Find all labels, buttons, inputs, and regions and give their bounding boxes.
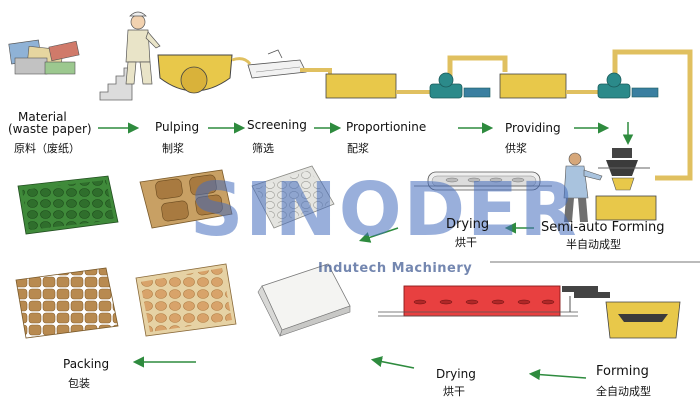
screening-machine [232,50,306,78]
label-semi-auto-forming-cn: 半自动成型 [566,238,621,252]
label-drying-lower: Drying [436,367,476,381]
label-screening-cn: 筛选 [252,142,274,156]
label-semi-auto-forming: Semi-auto Forming [541,221,664,235]
semi-auto-forming-machine [596,148,656,220]
kraft-egg-tray-image [16,268,118,338]
waste-paper-stack [9,40,79,74]
label-pulping: Pulping [155,120,199,134]
pump-1 [430,73,490,98]
label-providing: Providing [505,121,561,135]
label-drying-upper-cn: 烘干 [455,236,477,250]
egg-tray-with-eggs-image [136,264,236,336]
label-packing: Packing [63,357,109,371]
pipe-1 [300,70,330,76]
label-proportioning-cn: 配浆 [347,142,369,156]
pump-2 [598,73,658,98]
label-proportioning: Proportionine [346,120,426,134]
label-material-cn: 原料（废纸） [14,142,80,156]
label-forming: Forming [596,365,649,379]
proportioning-tank [326,74,396,98]
pipe-3 [450,58,505,80]
label-packing-cn: 包装 [68,377,90,391]
label-drying-upper: Drying [446,218,489,232]
full-auto-dryer [378,286,578,316]
full-auto-forming-machine [562,286,680,338]
watermark-subtitle: Indutech Machinery [318,261,472,276]
worker-figure [100,12,160,100]
label-screening: Screening [247,118,307,132]
pulper-tank [158,55,232,93]
label-pulping-cn: 制浆 [162,142,184,156]
providing-tank [500,74,566,98]
green-tray-image [18,176,118,234]
lower-flow-arrows [136,360,586,378]
label-providing-cn: 供浆 [505,142,527,156]
pipe-5 [615,52,690,178]
label-waste-paper: (waste paper) [8,122,92,136]
label-drying-lower-cn: 烘干 [443,385,465,399]
label-forming-cn: 全自动成型 [596,385,651,399]
